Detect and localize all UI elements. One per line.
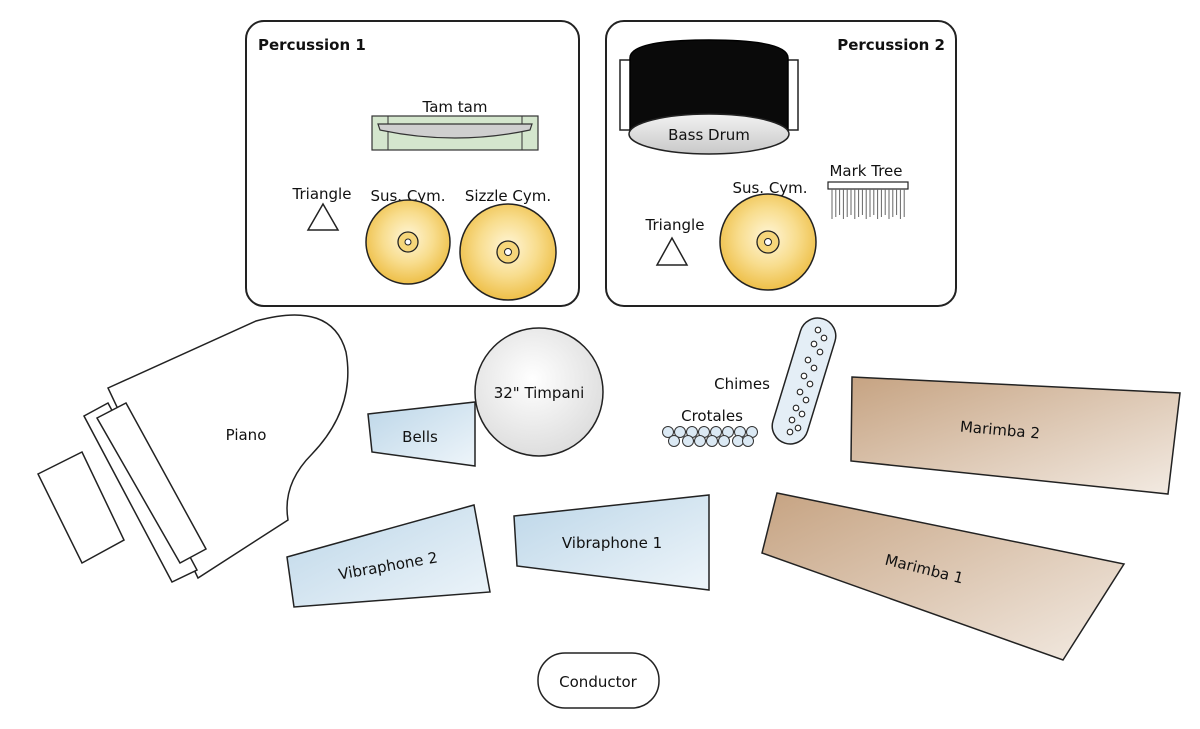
- marimba-2: Marimba 2: [850, 376, 1181, 495]
- bells: Bells: [367, 401, 476, 467]
- chime-tube: [814, 326, 822, 334]
- chime-tube: [810, 340, 818, 348]
- tam-tam-gong: [377, 123, 533, 139]
- piano-label: Piano: [226, 426, 267, 444]
- chime-tube: [800, 372, 808, 380]
- mark-tree-bar: [827, 181, 909, 190]
- triangle-2-label: Triangle: [645, 216, 705, 234]
- triangle-icon: [655, 236, 689, 266]
- crotale-disc: [742, 435, 754, 447]
- conductor-label: Conductor: [559, 673, 637, 691]
- chime-tube: [788, 416, 796, 424]
- bass-drum-head: [628, 113, 790, 155]
- sizzle-cymbal: Sizzle Cym.: [459, 187, 557, 301]
- chime-tube: [792, 404, 800, 412]
- chime-tube: [794, 424, 802, 432]
- chime-tube: [820, 334, 828, 342]
- sus-cymbal-1-label: Sus. Cym.: [370, 187, 445, 205]
- crotale-disc: [682, 435, 694, 447]
- piano: Piano: [36, 314, 349, 583]
- chime-tube: [810, 364, 818, 372]
- mark-tree-label: Mark Tree: [829, 162, 902, 180]
- triangle-1: Triangle: [292, 185, 352, 231]
- chimes: Chimes: [714, 317, 837, 445]
- bells-shape: [367, 401, 476, 467]
- vibraphone-2-shape: [286, 504, 491, 608]
- chime-tube: [798, 410, 806, 418]
- chime-tube: [804, 356, 812, 364]
- crotale-disc: [732, 435, 744, 447]
- timpani: 32" Timpani: [474, 327, 604, 457]
- triangle-2: Triangle: [645, 216, 705, 266]
- crotale-disc: [718, 435, 730, 447]
- crotale-disc: [706, 435, 718, 447]
- tam-tam-label: Tam tam: [422, 98, 488, 116]
- triangle-icon: [306, 202, 340, 231]
- conductor: Conductor: [537, 652, 660, 709]
- marimba-1-shape: [761, 492, 1126, 661]
- crotale-disc: [668, 435, 680, 447]
- chimes-tubes: [786, 326, 828, 436]
- marimba-2-shape: [850, 376, 1181, 495]
- sus-cymbal-2-label: Sus. Cym.: [732, 179, 807, 197]
- sizzle-cymbal-label: Sizzle Cym.: [465, 187, 551, 205]
- crotale-disc: [674, 426, 686, 438]
- sus-cymbal-1: Sus. Cym.: [365, 187, 451, 285]
- piano-bench: [36, 450, 125, 565]
- crotales: Crotales: [662, 407, 758, 447]
- bass-drum-label: Bass Drum: [668, 126, 750, 144]
- chime-tube: [802, 396, 810, 404]
- percussion-1-station: Percussion 1 Tam tam Triangle Sus. Cym. …: [245, 20, 580, 307]
- vibraphone-2: Vibraphone 2: [286, 504, 491, 608]
- timpani-label: 32" Timpani: [494, 384, 585, 402]
- triangle-1-label: Triangle: [292, 185, 352, 203]
- bass-drum-shell: [629, 39, 789, 136]
- crotale-disc: [694, 435, 706, 447]
- crotale-disc: [662, 426, 674, 438]
- crotales-discs: [662, 426, 758, 447]
- vibraphone-1-shape: [513, 494, 710, 591]
- piano-keyboard-inner: [95, 401, 208, 565]
- mark-tree: Mark Tree: [827, 162, 909, 219]
- sus-cymbal-2: Sus. Cym.: [719, 179, 817, 291]
- chime-tube: [806, 380, 814, 388]
- crotales-label: Crotales: [681, 407, 743, 425]
- percussion-1-title: Percussion 1: [258, 36, 366, 54]
- chimes-label: Chimes: [714, 375, 770, 393]
- chime-tube: [816, 348, 824, 356]
- marimba-1: Marimba 1: [761, 492, 1126, 661]
- percussion-2-station: Percussion 2 Bass Drum Mark Tree Sus. Cy…: [605, 20, 957, 307]
- timpani-drum: [474, 327, 604, 457]
- tam-tam: Tam tam: [371, 98, 539, 151]
- chimes-rack: [771, 317, 837, 445]
- mark-tree-chimes: [831, 189, 905, 219]
- bass-drum: Bass Drum: [619, 39, 799, 155]
- chime-tube: [786, 428, 794, 436]
- vibraphone-1-label: Vibraphone 1: [562, 534, 662, 552]
- conductor-podium: [537, 652, 660, 709]
- chime-tube: [796, 388, 804, 396]
- vibraphone-1: Vibraphone 1: [513, 494, 710, 591]
- percussion-2-title: Percussion 2: [837, 36, 945, 54]
- bells-label: Bells: [402, 428, 438, 446]
